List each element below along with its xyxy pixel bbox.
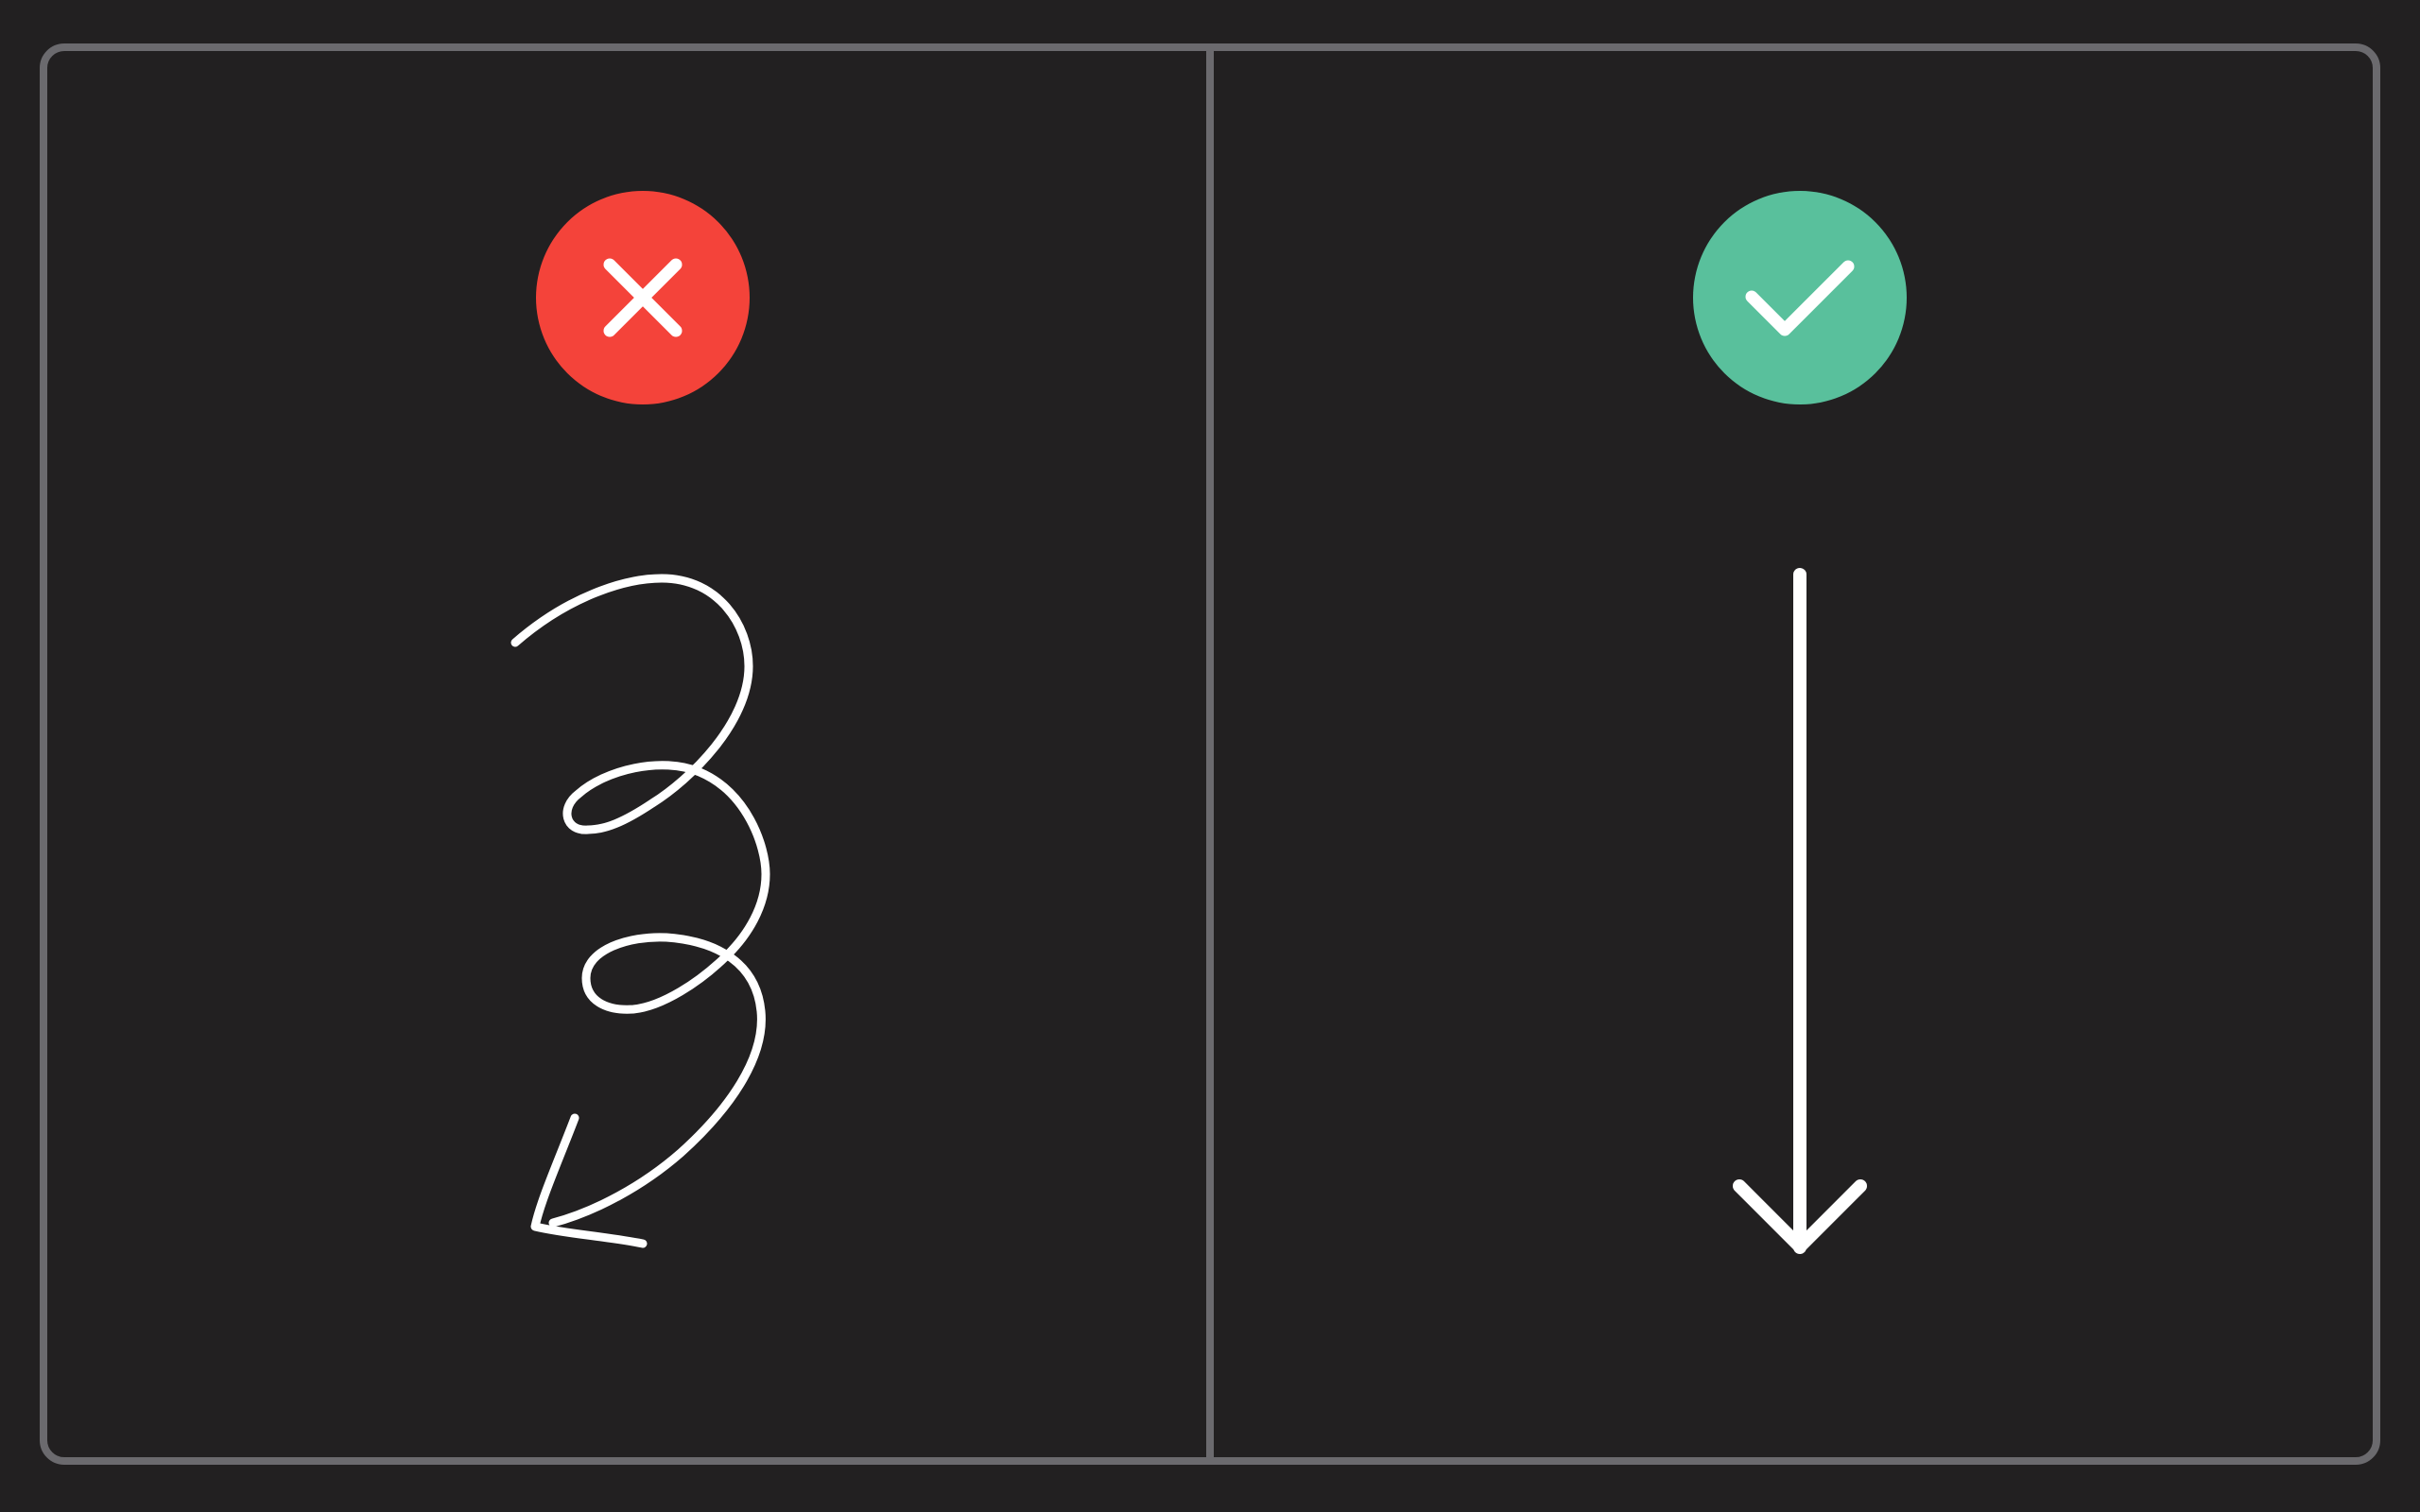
- x-mark-icon: [603, 258, 683, 337]
- left-panel: [510, 191, 770, 1248]
- arrow-head: [1733, 1179, 1867, 1253]
- wrong-badge: [536, 191, 750, 404]
- right-badge: [1693, 191, 1907, 404]
- check-mark-icon: [1745, 260, 1855, 336]
- right-panel: [1693, 191, 1907, 1254]
- straight-down-arrow: [1733, 568, 1867, 1254]
- loopy-scribble-arrow: [510, 574, 770, 1248]
- right-badge-circle: [1693, 191, 1907, 404]
